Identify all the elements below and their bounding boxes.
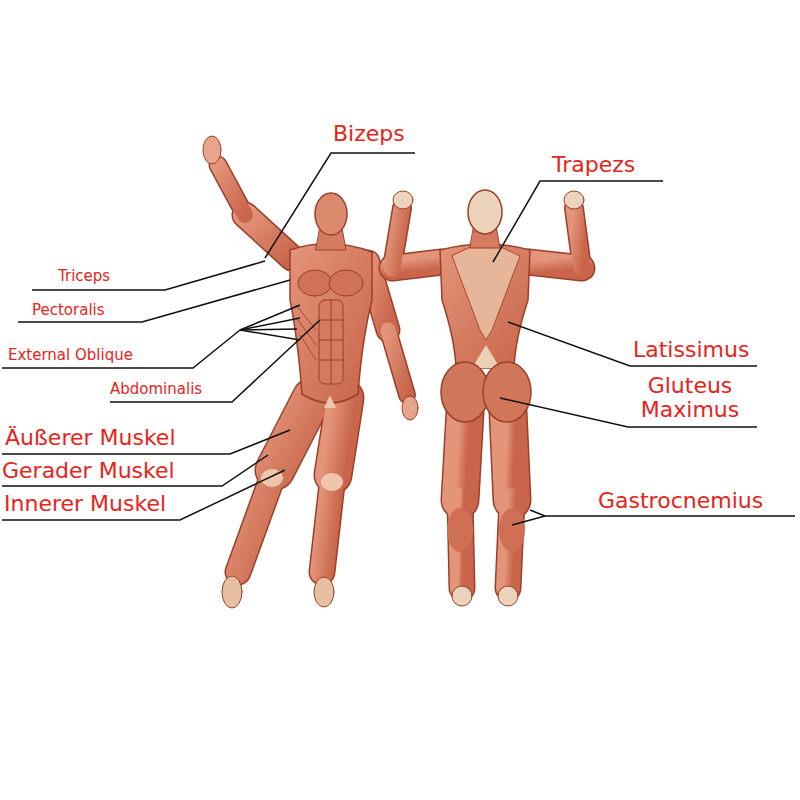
- muscle-label: Bizeps: [333, 122, 405, 146]
- leader-lines: [2, 153, 795, 525]
- muscle-label: Abdominalis: [110, 381, 202, 398]
- muscle-label: Innerer Muskel: [4, 492, 166, 516]
- muscle-label: Gerader Muskel: [2, 459, 175, 483]
- muscle-label: Triceps: [58, 268, 110, 285]
- muscle-label: Pectoralis: [32, 302, 105, 319]
- muscle-label: Gastrocnemius: [598, 489, 763, 513]
- back-figure: [392, 190, 584, 606]
- front-figure: [203, 136, 418, 608]
- muscle-label: Gluteus Maximus: [620, 374, 760, 422]
- muscle-label: Latissimus: [633, 338, 749, 362]
- muscle-label: External Oblique: [8, 347, 133, 364]
- muscle-label: Äußerer Muskel: [5, 426, 176, 450]
- muscle-label: Trapezs: [552, 153, 635, 177]
